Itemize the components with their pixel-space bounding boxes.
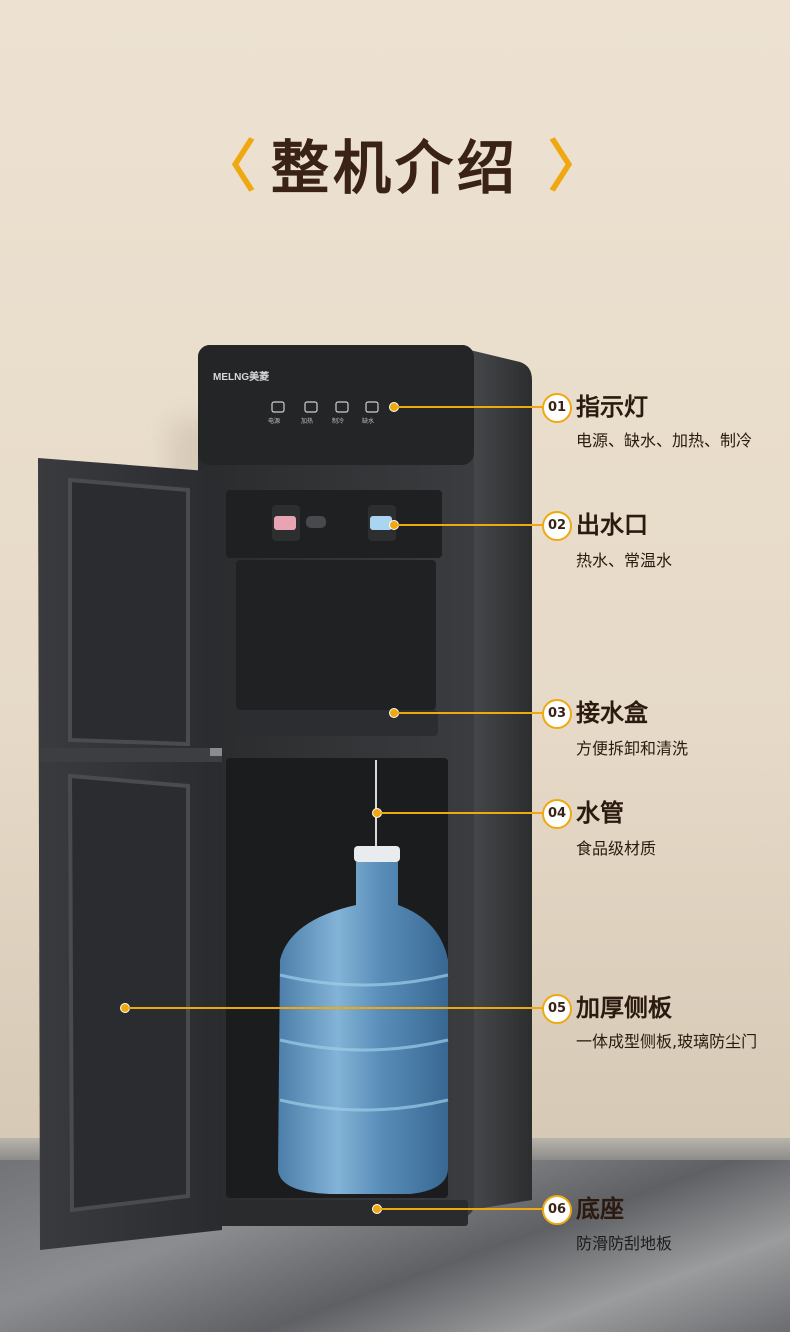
chevron-right-icon: 〉 [548,135,604,200]
callout-badge-05: 05 [542,994,572,1024]
callout-desc-03: 方便拆卸和清洗 [576,739,689,758]
callout-badge-01: 01 [542,393,572,423]
callout-badge-03: 03 [542,699,572,729]
callout-label-02: 出水口 [576,511,648,539]
callout-badge-02: 02 [542,511,572,541]
callout-label-01: 指示灯 [576,393,648,421]
brand-logo: MELNG美菱 [213,372,270,383]
panel-label-nowater: 缺水 [362,418,375,425]
callout-label-06: 底座 [576,1195,624,1223]
callout-line-01 [398,406,542,408]
callout-desc-05: 一体成型侧板,玻璃防尘门 [576,1032,758,1051]
callout-desc-06: 防滑防刮地板 [576,1234,673,1253]
callout-line-02 [398,524,542,526]
panel-label-power: 电源 [268,418,281,425]
panel-label-heat: 加热 [301,418,314,425]
callout-line-03 [398,712,542,714]
panel-label-cool: 制冷 [332,418,345,425]
callout-label-04: 水管 [576,799,624,827]
callout-line-06 [381,1208,542,1210]
chevron-left-icon: 〈 [200,135,256,200]
header: 〈 整机介绍 〉 [0,128,790,208]
callout-line-05 [129,1007,542,1009]
callout-label-05: 加厚侧板 [576,994,672,1022]
callout-label-03: 接水盒 [576,699,648,727]
callout-desc-01: 电源、缺水、加热、制冷 [576,431,753,450]
callout-badge-06: 06 [542,1195,572,1225]
page-title: 整机介绍 [270,134,519,202]
callout-desc-04: 食品级材质 [576,839,657,858]
callout-desc-02: 热水、常温水 [576,551,673,570]
callout-line-04 [381,812,542,814]
callout-badge-04: 04 [542,799,572,829]
